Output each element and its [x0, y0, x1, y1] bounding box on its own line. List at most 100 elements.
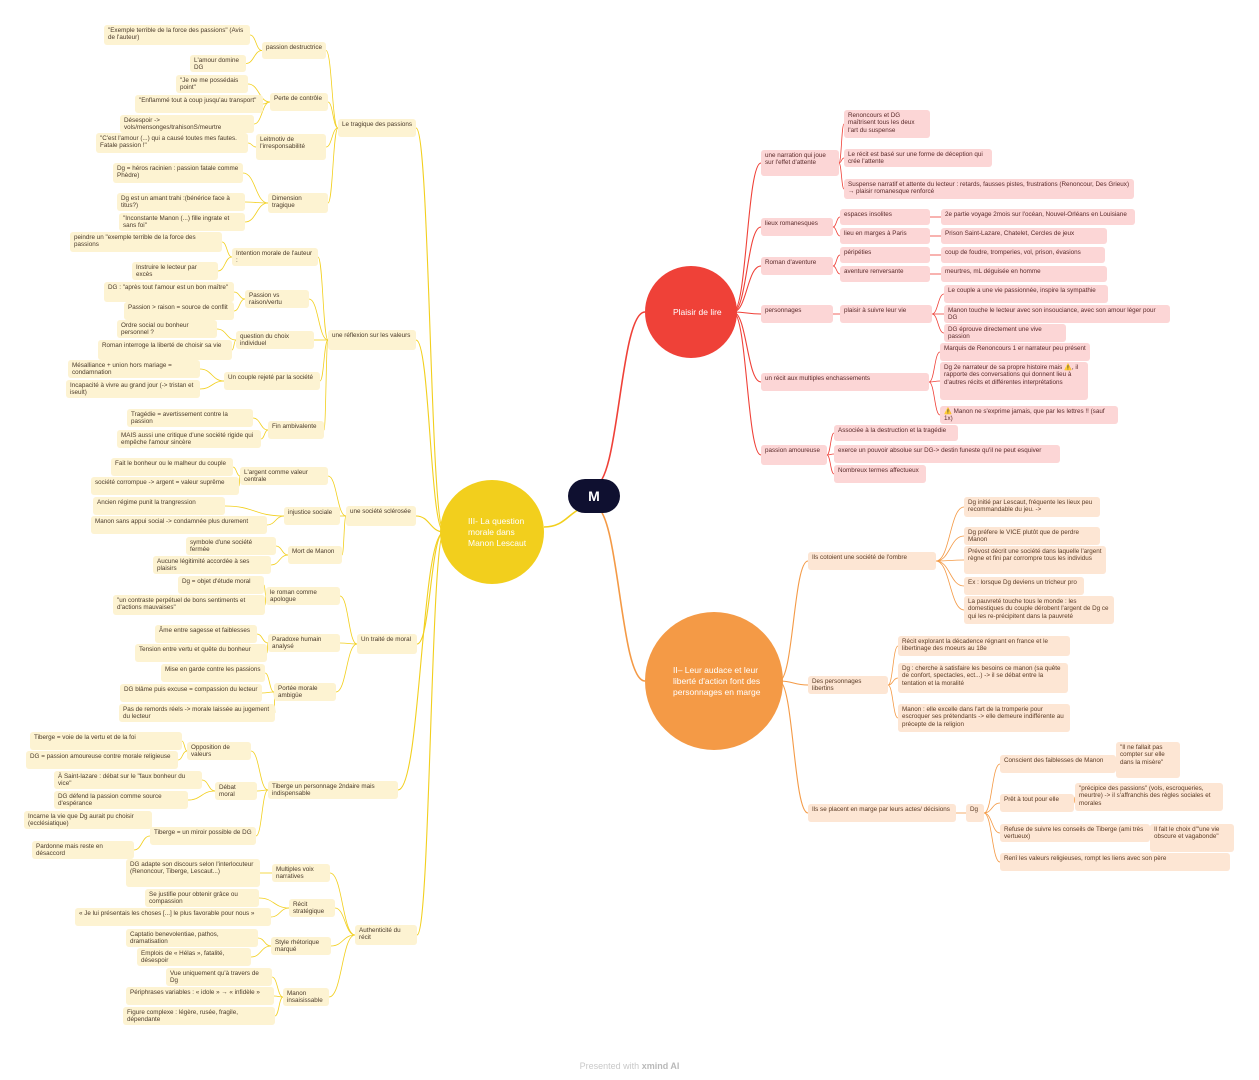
topic-t1d2[interactable]: Dg est un amant trahi :(bénérice face à …	[117, 193, 245, 211]
topic-t3c1[interactable]: symbole d'une société fermée	[186, 537, 276, 555]
topic-a2c[interactable]: Manon : elle excelle dans l'art de la tr…	[898, 704, 1070, 732]
topic-t6[interactable]: Authenticité du récit	[355, 925, 417, 945]
topic-p4a3[interactable]: DG éprouve directement une vive passion	[944, 324, 1066, 342]
topic-t4c1[interactable]: Mise en garde contre les passions	[161, 664, 265, 682]
topic-t5b2[interactable]: DG défend la passion comme source d'espé…	[54, 791, 188, 809]
topic-a1d[interactable]: Ex : lorsque Dg deviens un tricheur pro	[964, 577, 1084, 595]
topic-t5a[interactable]: Opposition de valeurs	[187, 742, 251, 760]
topic-t2d2[interactable]: Incapacité à vivre au grand jour (-> tri…	[66, 380, 200, 398]
topic-t2e1[interactable]: Tragédie = avertissement contre la passi…	[127, 409, 253, 427]
topic-a3c[interactable]: Refuse de suivre les conseils de Tiberge…	[1000, 824, 1150, 842]
topic-t6a1[interactable]: DG adapte son discours selon l'interlocu…	[126, 859, 260, 887]
topic-t1[interactable]: Le tragique des passions	[338, 119, 416, 137]
topic-a1b[interactable]: Dg préfere le VICE plutôt que de perdre …	[964, 527, 1100, 545]
topic-t6b2[interactable]: « Je lui présentais les choses [...] le …	[75, 908, 271, 926]
topic-t6d2[interactable]: Périphrases variables : « idole » → « in…	[126, 987, 274, 1005]
topic-t2e[interactable]: Fin ambivalente	[268, 421, 324, 439]
topic-p3a[interactable]: péripéties	[840, 247, 930, 263]
topic-p4[interactable]: personnages	[761, 305, 833, 323]
topic-p2b[interactable]: lieu en marges à Paris	[840, 228, 930, 244]
topic-t4a2[interactable]: "un contraste perpétuel de bons sentimen…	[113, 595, 265, 615]
topic-t6b[interactable]: Récit stratégique	[289, 899, 335, 917]
topic-a2a[interactable]: Récit explorant la décadence régnant en …	[898, 636, 1070, 656]
topic-t3a[interactable]: L'argent comme valeur centrale	[240, 467, 328, 485]
topic-p6c[interactable]: Nombreux termes affectueux	[834, 465, 926, 483]
topic-p6b[interactable]: exerce un pouvoir absolue sur DG-> desti…	[834, 445, 1060, 463]
topic-p3a1[interactable]: coup de foudre, tromperies, vol, prison,…	[941, 247, 1105, 263]
topic-t2c1[interactable]: Ordre social ou bonheur personnel ?	[117, 320, 217, 338]
topic-t5a1[interactable]: Tiberge = voie de la vertu et de la foi	[30, 732, 182, 750]
topic-p5a[interactable]: Marquis de Renoncours 1 er narrateur peu…	[940, 343, 1090, 361]
topic-a3c1[interactable]: Il fait le choix d'"une vie obscure et v…	[1150, 824, 1234, 852]
topic-p1b[interactable]: Le récit est basé sur une forme de décep…	[844, 149, 992, 167]
topic-p4a2[interactable]: Manon touche le lecteur avec son insouci…	[944, 305, 1170, 323]
topic-t6d3[interactable]: Figure complexe : légère, rusée, fragile…	[123, 1007, 275, 1025]
topic-t3b2[interactable]: Manon sans appui social -> condamnée plu…	[91, 516, 267, 534]
topic-t2b1[interactable]: DG : "après tout l'amour est un bon maît…	[104, 282, 234, 302]
topic-t4b2[interactable]: Tension entre vertu et quête du bonheur	[135, 644, 267, 662]
topic-p3b1[interactable]: meurtres, mL déguisée en homme	[941, 266, 1107, 282]
topic-t1b[interactable]: Perte de contrôle	[270, 93, 328, 111]
topic-t6b1[interactable]: Se justifie pour obtenir grâce ou compas…	[145, 889, 259, 907]
topic-a3b[interactable]: Prêt à tout pour elle	[1000, 794, 1074, 812]
topic-t6c2[interactable]: Emplois de « Hélas », fatalité, désespoi…	[137, 948, 251, 966]
topic-t6d[interactable]: Manon insaisissable	[283, 988, 329, 1006]
topic-t3c[interactable]: Mort de Manon	[288, 546, 342, 564]
topic-t2[interactable]: une réflexion sur les valeurs	[328, 330, 416, 350]
topic-a3[interactable]: Ils se placent en marge par leurs actes/…	[808, 804, 956, 822]
topic-a1c[interactable]: Prévost décrit une société dans laquelle…	[964, 546, 1106, 574]
topic-a2b[interactable]: Dg : cherche à satisfaire les besoins ce…	[898, 663, 1068, 693]
topic-p1[interactable]: une narration qui joue sur l'effet d'att…	[761, 150, 839, 176]
topic-t4b1[interactable]: Âme entre sagesse et faiblesses	[155, 625, 257, 643]
topic-t2d[interactable]: Un couple rejeté par la société	[224, 372, 320, 390]
topic-t5c1[interactable]: Incarne la vie que Dg aurait pu choisir …	[24, 811, 152, 829]
topic-t2a2[interactable]: Instruire le lecteur par excès	[132, 262, 218, 280]
topic-t1a[interactable]: passion destructrice	[262, 42, 326, 59]
topic-t4c3[interactable]: Pas de remords réels -> morale laissée a…	[119, 704, 275, 722]
topic-t2c2[interactable]: Roman interroge la liberté de choisir sa…	[98, 340, 232, 360]
topic-t3b1[interactable]: Ancien régime punit la trangression	[93, 497, 225, 515]
topic-a3a[interactable]: Conscient des faiblesses de Manon	[1000, 755, 1116, 773]
topic-p6[interactable]: passion amoureuse	[761, 445, 827, 465]
topic-t1d[interactable]: Dimension tragique	[268, 193, 328, 213]
topic-p1a[interactable]: Renoncours et DG maîtrisent tous les deu…	[844, 110, 930, 138]
branch-audace[interactable]: II– Leur audace et leur liberté d'action…	[645, 612, 783, 750]
topic-p5c[interactable]: ⚠️ Manon ne s'exprime jamais, que par le…	[940, 406, 1118, 424]
topic-t5c2[interactable]: Pardonne mais reste en désaccord	[32, 841, 134, 859]
topic-a2[interactable]: Des personnages libertins	[808, 676, 888, 694]
topic-p6a[interactable]: Associée à la destruction et la tragédie	[834, 425, 958, 441]
topic-t5b1[interactable]: À Saint-lazare : débat sur le "faux bonh…	[54, 771, 202, 789]
topic-t5c[interactable]: Tiberge = un miroir possible de DG	[150, 827, 256, 845]
topic-p5b[interactable]: Dg 2e narrateur de sa propre histoire ma…	[940, 362, 1088, 400]
topic-a1e[interactable]: La pauvreté touche tous le monde : les d…	[964, 596, 1114, 624]
topic-t3a1[interactable]: Fait le bonheur ou le malheur du couple	[111, 458, 233, 476]
topic-t6a[interactable]: Multiples voix narratives	[272, 864, 330, 882]
topic-t1a2[interactable]: L'amour domine DG	[190, 55, 246, 72]
topic-a1a[interactable]: Dg initié par Lescaut, fréquente les lie…	[964, 497, 1100, 517]
topic-t4c[interactable]: Portée morale ambigüe	[274, 683, 336, 701]
topic-p5[interactable]: un récit aux multiples enchassements	[761, 373, 929, 391]
topic-t1b2[interactable]: "Enflammé tout à coup jusqu'au transport…	[135, 95, 263, 113]
topic-t2a1[interactable]: peindre un "exemple terrible de la force…	[70, 232, 222, 252]
topic-t2c[interactable]: question du choix individuel	[236, 331, 314, 349]
topic-t3c2[interactable]: Aucune légitimité accordée à ses plaisir…	[153, 556, 271, 574]
topic-p1c[interactable]: Suspense narratif et attente du lecteur …	[844, 179, 1134, 199]
topic-p2b1[interactable]: Prison Saint-Lazare, Chatelet, Cercles d…	[941, 228, 1107, 244]
topic-p3b[interactable]: aventure renversante	[840, 266, 930, 282]
topic-t4a1[interactable]: Dg = objet d'étude moral	[178, 576, 264, 594]
topic-t2b[interactable]: Passion vs raison/vertu	[245, 290, 309, 308]
topic-t1c[interactable]: Leitmotiv de l'irresponsabilité	[256, 134, 326, 160]
topic-t5b[interactable]: Débat moral	[215, 782, 257, 800]
topic-t4c2[interactable]: DG blâme puis excuse = compassion du lec…	[120, 684, 262, 702]
topic-p2a[interactable]: espaces insolites	[840, 209, 930, 225]
central-topic[interactable]: M	[568, 479, 620, 513]
topic-p3[interactable]: Roman d'aventure	[761, 257, 833, 275]
topic-t1b3[interactable]: Désespoir -> vols/mensonges/trahisonS/me…	[120, 115, 254, 133]
topic-a3b1[interactable]: "précipice des passions" (vols, escroque…	[1075, 783, 1223, 811]
topic-a3d[interactable]: Renî les valeurs religieuses, rompt les …	[1000, 853, 1230, 871]
topic-t1d1[interactable]: Dg = héros racinien : passion fatale com…	[113, 163, 243, 183]
topic-t1b1[interactable]: "Je ne me possédais point"	[176, 75, 248, 93]
branch-plaisir[interactable]: Plaisir de lire	[645, 266, 737, 358]
topic-t2b2[interactable]: Passion > raison = source de conflit	[124, 302, 234, 320]
topic-t3[interactable]: une société sclérosée	[346, 506, 416, 526]
